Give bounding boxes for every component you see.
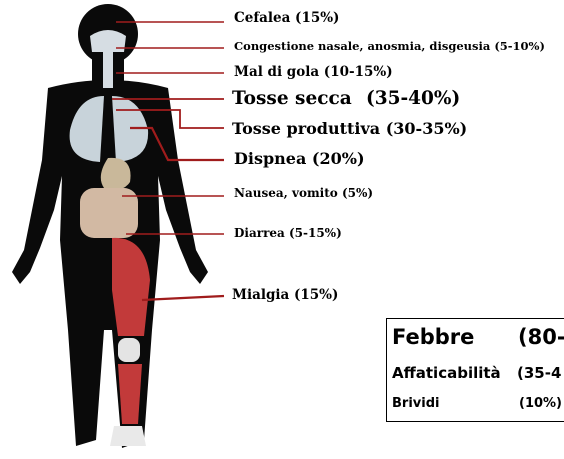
systemic-name: Affaticabilità xyxy=(392,364,501,382)
systemic-pct: (35-4 xyxy=(517,364,561,382)
label-dispnea: Dispnea (20%) xyxy=(234,149,365,168)
label-nausea-vomito: Nausea, vomito (5%) xyxy=(234,186,373,200)
systemic-pct: (10%) xyxy=(519,396,562,411)
systemic-name: Febbre xyxy=(392,325,474,349)
label-congestione-nasale: Congestione nasale, anosmia, disgeusia (… xyxy=(234,39,545,53)
label-tosse-secca-pct: (35-40%) xyxy=(366,88,460,109)
label-cefalea: Cefalea (15%) xyxy=(234,10,339,26)
label-mialgia: Mialgia (15%) xyxy=(232,287,338,303)
systemic-pct: (80-8 xyxy=(518,325,564,349)
label-mal-di-gola: Mal di gola (10-15%) xyxy=(234,64,393,80)
label-tosse-secca: Tosse secca xyxy=(232,88,352,109)
systemic-name: Brividi xyxy=(392,396,439,411)
label-diarrea: Diarrea (5-15%) xyxy=(234,226,342,240)
label-tosse-produttiva: Tosse produttiva (30-35%) xyxy=(232,119,467,138)
systemic-symptoms-box: Febbre (80-8 Affaticabilità (35-4 Brivid… xyxy=(386,318,564,422)
